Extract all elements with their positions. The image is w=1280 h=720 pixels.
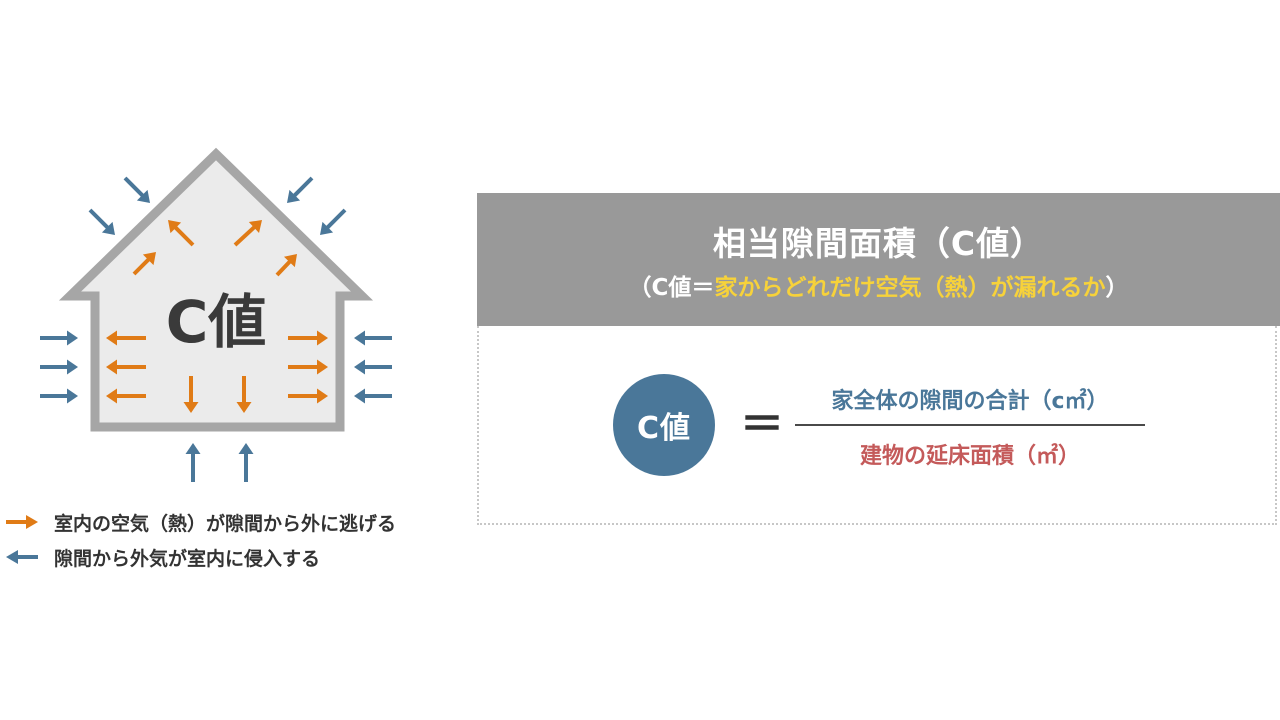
equals-sign: ＝ xyxy=(740,399,784,450)
inflow-arrow xyxy=(88,208,115,235)
outflow-arrow xyxy=(288,330,328,346)
legend-outflow-text: 室内の空気（熱）が隙間から外に逃げる xyxy=(54,512,397,535)
formula-box xyxy=(477,326,1277,525)
inflow-arrow xyxy=(40,330,78,346)
legend-item-inflow: 隙間から外気が室内に侵入する xyxy=(6,544,320,570)
inflow-arrow xyxy=(185,443,201,482)
fraction-line xyxy=(795,424,1145,426)
airflow-arrows xyxy=(40,176,392,482)
formula-denominator: 建物の延床面積（㎡） xyxy=(859,444,1080,469)
inflow-arrow xyxy=(354,359,392,375)
header-subtitle: （C値＝家からどれだけ空気（熱）が漏れるか） xyxy=(477,268,1280,302)
legend-item-outflow: 室内の空気（熱）が隙間から外に逃げる xyxy=(6,509,396,535)
orange-arrow-icon xyxy=(6,515,38,529)
outflow-arrow xyxy=(275,254,297,277)
subtitle-suffix: ） xyxy=(1105,275,1129,301)
outflow-arrow xyxy=(132,252,156,276)
blue-arrow-icon xyxy=(6,550,38,564)
subtitle-highlight: 家からどれだけ空気（熱）が漏れるか xyxy=(714,275,1106,301)
inflow-arrow xyxy=(123,176,150,203)
inflow-arrow xyxy=(238,443,254,482)
formula-numerator: 家全体の隙間の合計（c㎡） xyxy=(831,389,1109,414)
header-band: 相当隙間面積（C値） （C値＝家からどれだけ空気（熱）が漏れるか） xyxy=(477,193,1280,326)
outflow-arrow xyxy=(183,376,199,413)
inflow-arrow xyxy=(287,176,314,203)
inflow-arrow xyxy=(320,208,347,235)
outflow-arrow xyxy=(233,220,262,247)
c-value-label: C値 xyxy=(636,411,692,446)
legend-inflow-text: 隙間から外気が室内に侵入する xyxy=(54,547,321,570)
outflow-arrow xyxy=(236,376,252,413)
house-diagram: C値 xyxy=(40,147,392,482)
outflow-arrow xyxy=(106,388,146,404)
house-shape xyxy=(58,147,374,432)
header-title: 相当隙間面積（C値） xyxy=(712,224,1045,263)
outflow-arrow xyxy=(288,388,328,404)
inflow-arrow xyxy=(40,359,78,375)
inflow-arrow xyxy=(354,388,392,404)
inflow-arrow xyxy=(354,330,392,346)
outflow-arrow xyxy=(288,359,328,375)
outflow-arrow xyxy=(168,220,195,247)
outflow-arrow xyxy=(106,330,146,346)
outflow-arrow xyxy=(106,359,146,375)
subtitle-prefix: （C値＝ xyxy=(628,275,715,301)
inflow-arrow xyxy=(40,388,78,404)
c-value-circle: C値 xyxy=(613,374,715,476)
house-label: C値 xyxy=(166,288,267,356)
